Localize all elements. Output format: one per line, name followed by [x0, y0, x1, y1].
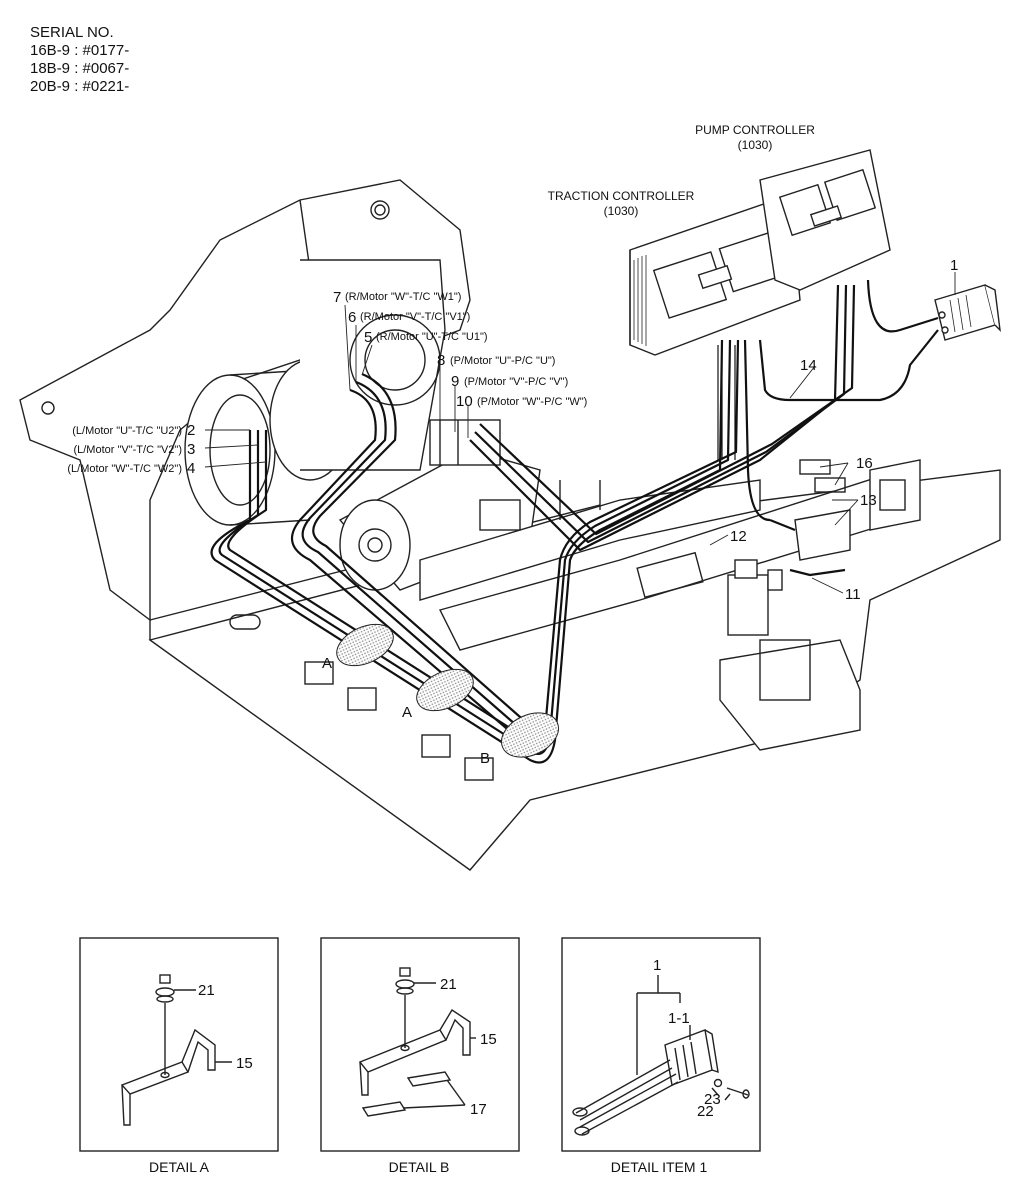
callout-4: 4: [187, 460, 195, 477]
callout-6: 6: [348, 309, 356, 326]
terminal-leads: [717, 345, 736, 460]
callout-3: 3: [187, 441, 195, 458]
serial-line-18b: 18B-9 : #0067-: [30, 60, 130, 77]
chassis-frame: [19, 179, 1001, 871]
traction-controller: [629, 194, 801, 356]
detail-b: 21 15 17 DETAIL B: [320, 937, 520, 1175]
cable-label-4: (L/Motor "W"-T/C "W2"): [67, 463, 182, 475]
clamp-locations: [336, 623, 559, 758]
cable-label-8: (P/Motor "U"-P/C "U"): [450, 355, 555, 367]
leader-lines: [204, 272, 956, 594]
pump-controller-name: PUMP CONTROLLER: [695, 123, 815, 137]
pump-controller-code: (1030): [738, 138, 773, 152]
cable-label-3: (L/Motor "V"-T/C "V2"): [73, 444, 182, 456]
detail-b-caption: DETAIL B: [389, 1159, 450, 1175]
serial-line-16b: 16B-9 : #0177-: [30, 42, 130, 59]
serial-number-block: SERIAL NO. 16B-9 : #0177- 18B-9 : #0067-…: [30, 24, 129, 96]
traction-controller-code: (1030): [604, 204, 639, 218]
clamp-marker-a2: A: [402, 704, 412, 721]
detail-b-clamp-callout: 15: [480, 1031, 497, 1048]
cable-label-7: (R/Motor "W"-T/C "W1"): [345, 291, 461, 303]
callout-2: 2: [187, 422, 195, 439]
callout-7: 7: [333, 289, 341, 306]
clamp-marker-b: B: [480, 750, 490, 767]
callout-9: 9: [451, 373, 459, 390]
detail-item1-caption: DETAIL ITEM 1: [611, 1159, 708, 1175]
serial-heading: SERIAL NO.: [30, 24, 114, 41]
detail-item1-assy-callout: 1: [653, 957, 661, 974]
callout-11: 11: [845, 586, 861, 603]
callout-10: 10: [456, 393, 473, 410]
cable-harness: [210, 279, 939, 764]
callout-8: 8: [437, 352, 445, 369]
callout-13: 13: [860, 492, 877, 509]
cable-label-6: (R/Motor "V"-T/C "V1"): [360, 311, 470, 323]
detail-item1-connector-callout: 1-1: [668, 1010, 690, 1027]
callout-5: 5: [364, 329, 372, 346]
detail-b-bolt-callout: 21: [440, 976, 457, 993]
cable-label-2: (L/Motor "U"-T/C "U2"): [72, 425, 182, 437]
callout-16: 16: [856, 455, 873, 472]
cable-label-5: (R/Motor "U"-T/C "U1"): [376, 331, 488, 343]
callout-14: 14: [800, 357, 817, 374]
traction-controller-name: TRACTION CONTROLLER: [548, 189, 695, 203]
detail-a: 21 15 DETAIL A: [79, 937, 279, 1175]
detail-item1-washer-callout: 23: [704, 1091, 721, 1108]
battery-connector: [934, 284, 1001, 341]
detail-a-caption: DETAIL A: [149, 1159, 210, 1175]
detail-a-bolt-callout: 21: [198, 982, 215, 999]
callout-1: 1: [950, 257, 958, 274]
cable-label-10: (P/Motor "W"-P/C "W"): [477, 396, 587, 408]
serial-line-20b: 20B-9 : #0221-: [30, 78, 130, 95]
pump-controller: [759, 149, 891, 291]
callout-12: 12: [730, 528, 747, 545]
detail-item1-screw-callout: 22: [697, 1103, 714, 1120]
clamp-marker-a1: A: [322, 655, 332, 672]
detail-a-clamp-callout: 15: [236, 1055, 253, 1072]
cable-label-9: (P/Motor "V"-P/C "V"): [464, 376, 568, 388]
detail-b-pad-callout: 17: [470, 1101, 487, 1118]
detail-item-1: 1 1-1 23 22 DETAIL ITEM 1: [561, 937, 761, 1175]
